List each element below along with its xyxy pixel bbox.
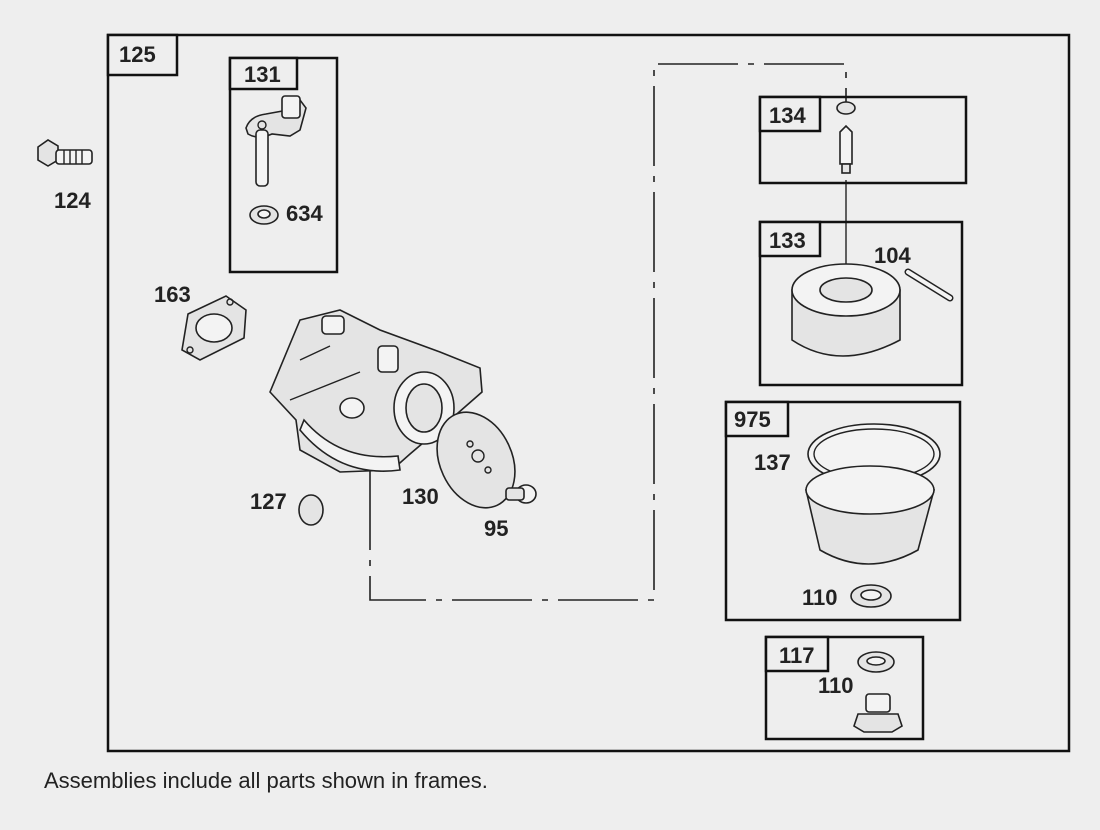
label-137: 137 xyxy=(754,450,791,475)
label-163: 163 xyxy=(154,282,191,307)
label-131: 131 xyxy=(244,62,281,87)
bowl-nut-117 xyxy=(853,693,903,733)
frame-125 xyxy=(106,33,1071,753)
float-bowl-137 xyxy=(804,423,941,565)
float-133 xyxy=(791,263,901,357)
frame-131-tab xyxy=(228,56,299,91)
float-needle-134 xyxy=(836,101,856,174)
frame-117 xyxy=(764,635,925,741)
label-134: 134 xyxy=(769,103,806,128)
plug-127 xyxy=(298,494,324,526)
frame-133 xyxy=(758,220,964,387)
bolt-124 xyxy=(37,139,93,167)
frame-975 xyxy=(724,400,962,622)
carburetor-body xyxy=(269,309,483,473)
label-634: 634 xyxy=(286,201,323,226)
frame-125-tab xyxy=(106,33,179,77)
label-110a: 110 xyxy=(802,585,838,610)
throttle-shaft-part xyxy=(245,95,307,187)
frame-134 xyxy=(758,95,968,185)
frame-117-tab xyxy=(764,635,830,673)
label-124: 124 xyxy=(54,188,91,213)
label-104: 104 xyxy=(874,243,911,268)
disc-130 xyxy=(436,411,516,509)
label-133: 133 xyxy=(769,228,806,253)
connector-line xyxy=(369,63,847,601)
label-127: 127 xyxy=(250,489,287,514)
gasket-163 xyxy=(181,295,247,361)
label-110b: 110 xyxy=(818,673,854,698)
frame-133-tab xyxy=(758,220,822,258)
frame-975-tab xyxy=(724,400,790,438)
washer-110b xyxy=(857,651,895,673)
label-975: 975 xyxy=(734,407,771,432)
footnote: Assemblies include all parts shown in fr… xyxy=(44,768,488,793)
label-125: 125 xyxy=(119,42,156,67)
washer-110a xyxy=(850,584,892,608)
label-130: 130 xyxy=(402,484,439,509)
pin-104 xyxy=(904,268,954,302)
frame-134-tab xyxy=(758,95,822,133)
label-95: 95 xyxy=(484,516,508,541)
seal-634 xyxy=(249,205,279,225)
label-117: 117 xyxy=(779,643,815,668)
screw-95 xyxy=(505,484,537,504)
